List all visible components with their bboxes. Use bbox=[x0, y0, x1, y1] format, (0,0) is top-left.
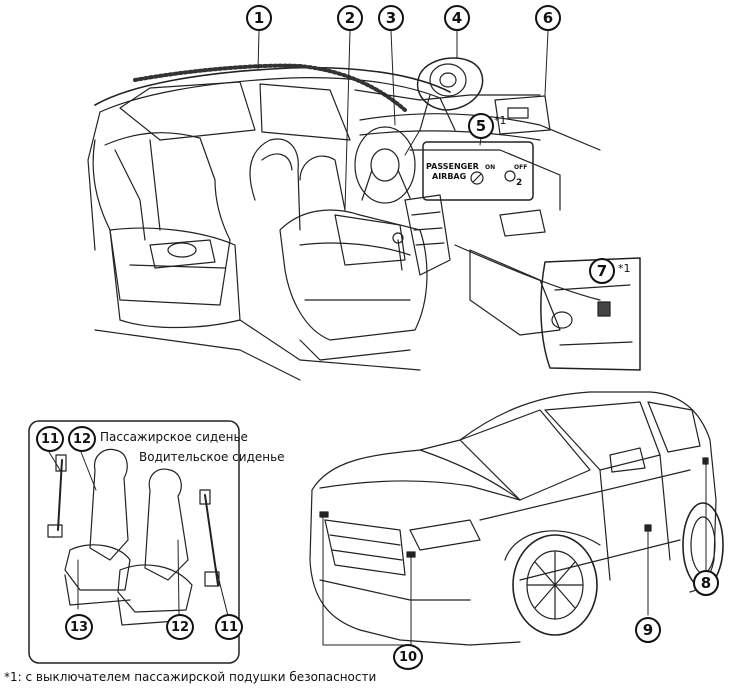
callout-3: 3 bbox=[378, 5, 404, 31]
airbag-switch-on: ON bbox=[485, 164, 496, 171]
callout-9: 9 bbox=[635, 617, 661, 643]
interior-view bbox=[87, 63, 601, 381]
glovebox-switch-detail bbox=[540, 257, 641, 371]
callout-12-right: 12 bbox=[166, 614, 194, 640]
seat-inset bbox=[28, 420, 240, 664]
callout-13: 13 bbox=[65, 614, 93, 640]
callout-7: 7 bbox=[589, 258, 615, 284]
passenger-seat-label: Пассажирское сиденье bbox=[100, 430, 248, 444]
callout-11-left: 11 bbox=[36, 426, 64, 452]
callout-2: 2 bbox=[337, 5, 363, 31]
callout-5: 5 bbox=[468, 113, 494, 139]
airbag-switch-panel bbox=[422, 141, 534, 201]
asterisk-marker-switch: *1 bbox=[618, 262, 631, 275]
driver-seat-label: Водительское сиденье bbox=[139, 450, 285, 464]
callout-10: 10 bbox=[393, 644, 423, 670]
airbag-switch-off: OFF bbox=[514, 164, 528, 171]
callout-6: 6 bbox=[535, 5, 561, 31]
top-leader-lines bbox=[257, 30, 549, 211]
callout-11-right: 11 bbox=[215, 614, 243, 640]
callout-12-left: 12 bbox=[68, 426, 96, 452]
callout-1: 1 bbox=[246, 5, 272, 31]
steering-module-detail bbox=[416, 57, 484, 131]
callout-8: 8 bbox=[693, 570, 719, 596]
asterisk-marker-visor: *1 bbox=[494, 114, 507, 127]
footnote: *1: с выключателем пассажирской подушки … bbox=[4, 670, 377, 684]
exterior-car bbox=[309, 391, 724, 646]
airbag-switch-line1: PASSENGER bbox=[426, 162, 479, 171]
airbag-switch-line2: AIRBAG bbox=[432, 172, 467, 181]
airbag-switch-position: 2 bbox=[516, 178, 523, 188]
callout-4: 4 bbox=[444, 5, 470, 31]
